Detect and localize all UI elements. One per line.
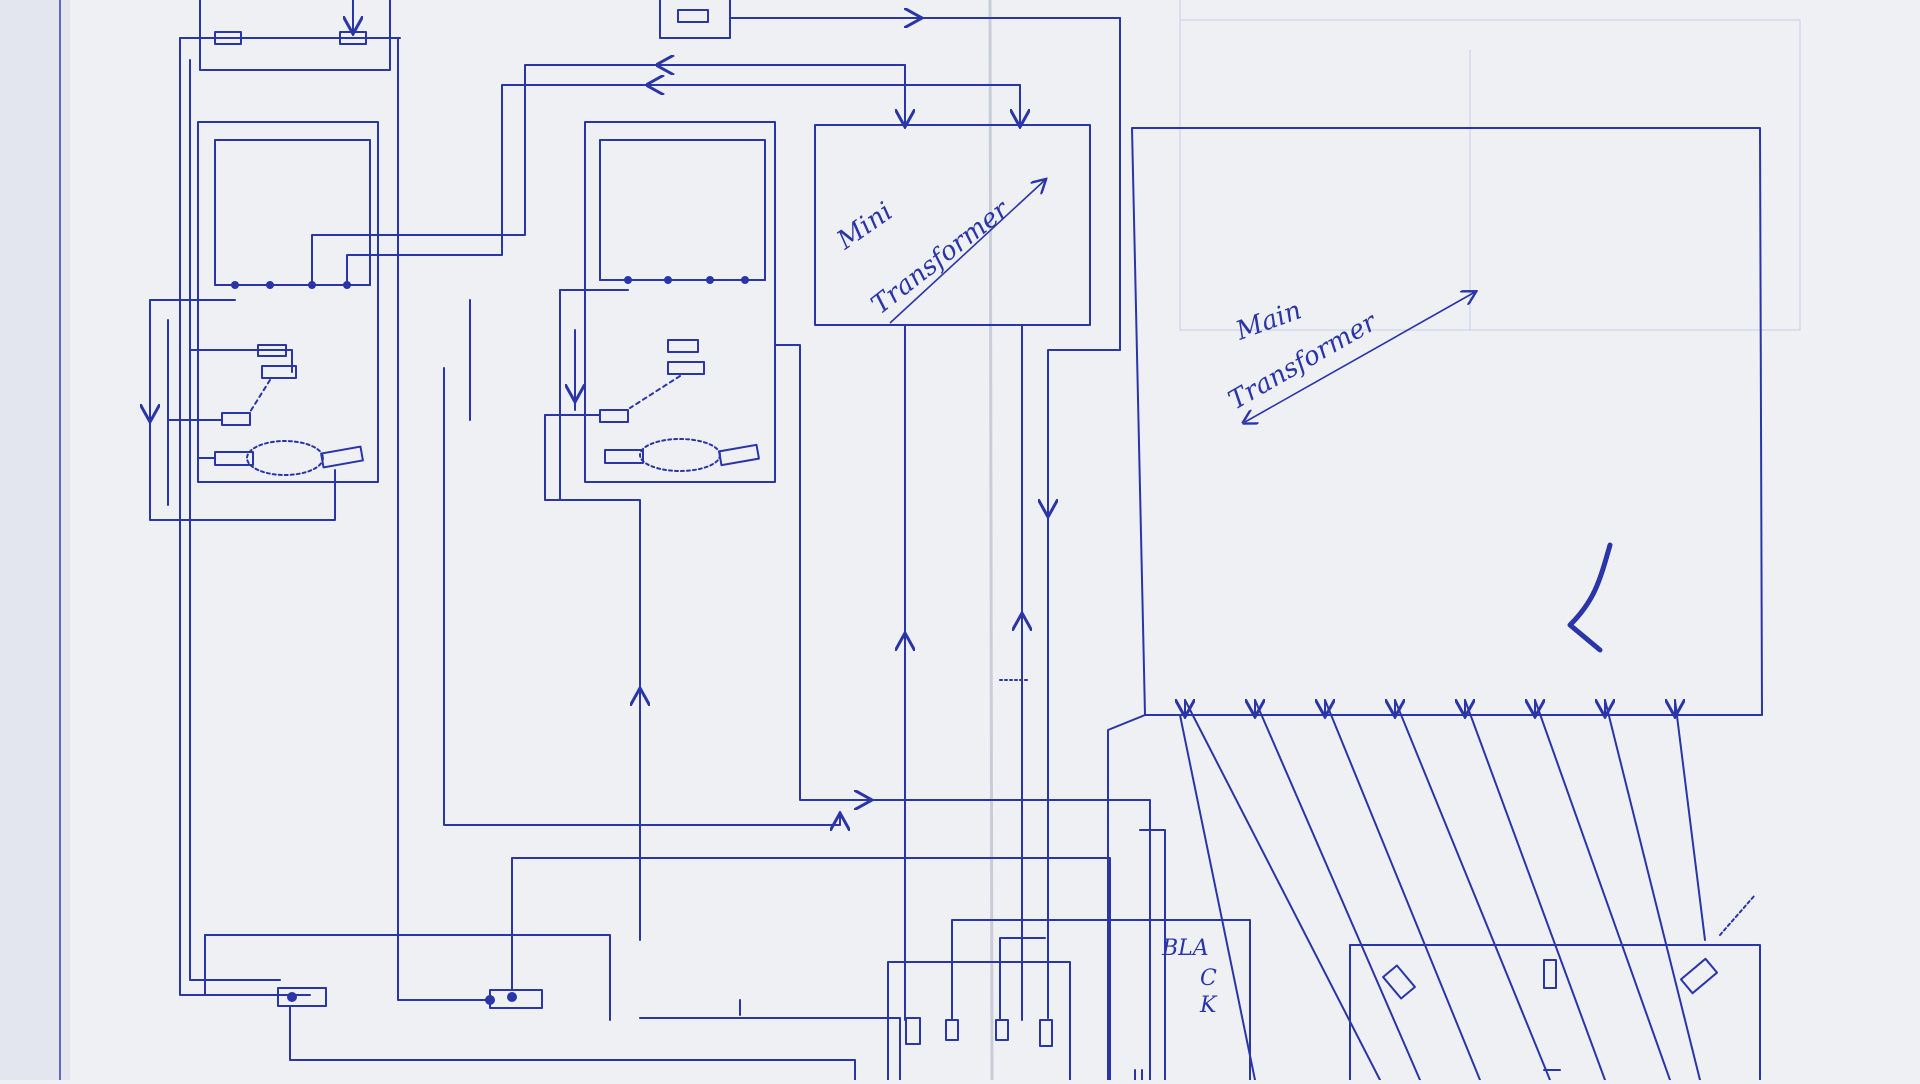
black-label-part3: K — [1199, 993, 1218, 1018]
mini-transformer-arrow — [889, 180, 1045, 324]
left-bus-wiring — [179, 37, 1111, 1081]
mini-transformer-box — [774, 64, 1151, 1081]
top-left-terminals — [179, 0, 1121, 351]
connector-row-bottom — [887, 809, 1251, 1081]
black-label-part2: C — [1200, 966, 1217, 991]
main-transformer-box — [1107, 127, 1763, 1081]
black-label-part1: BLA — [1161, 936, 1209, 961]
relay-block-middle — [544, 121, 776, 941]
main-transformer-arrow — [1245, 292, 1475, 422]
